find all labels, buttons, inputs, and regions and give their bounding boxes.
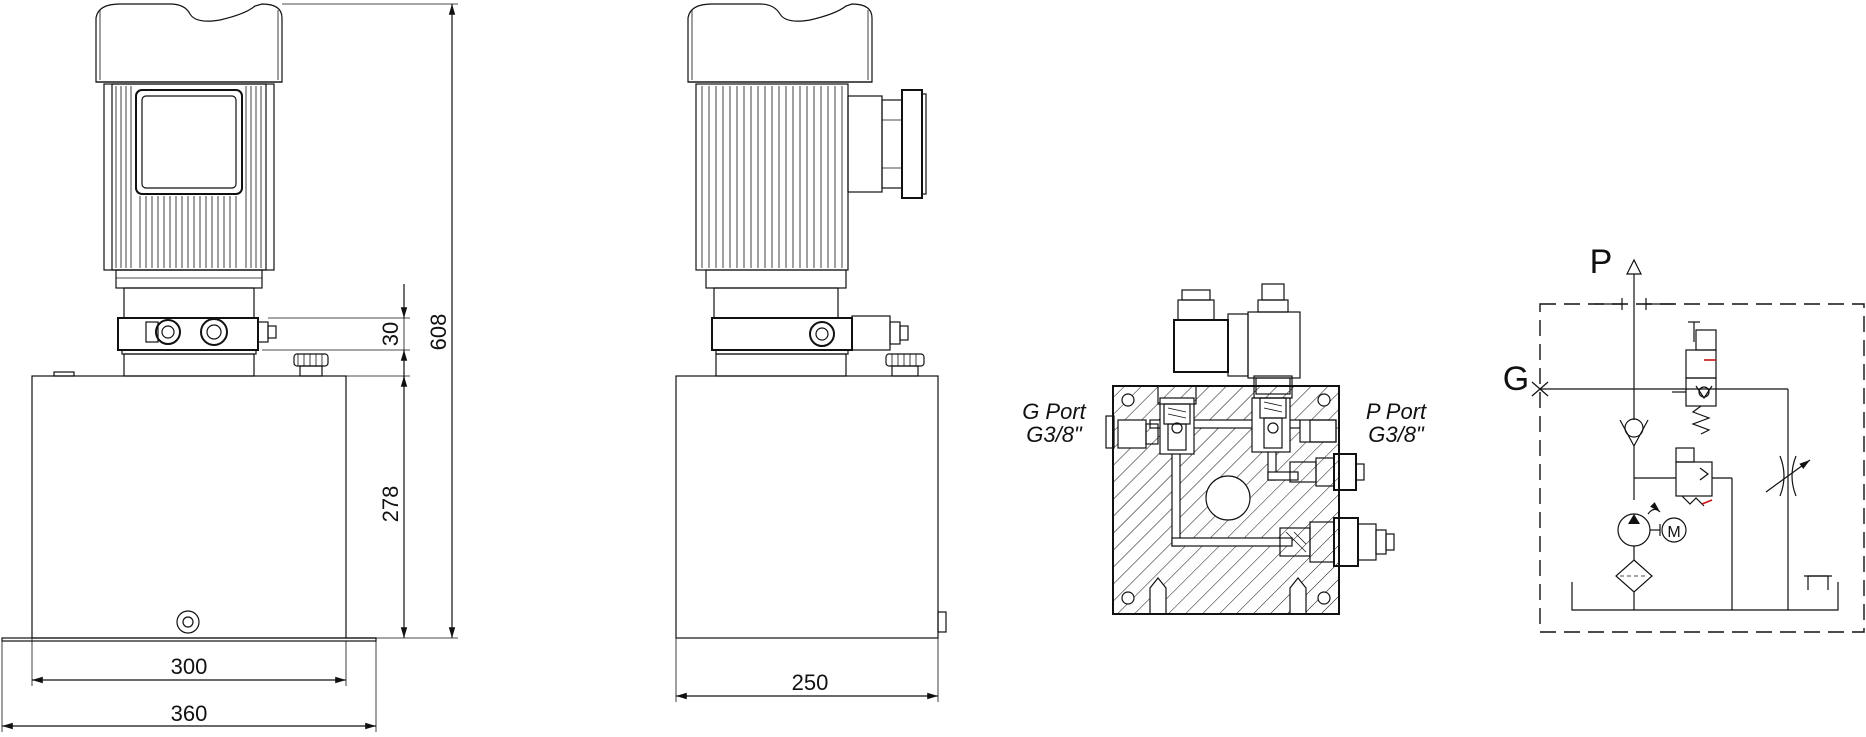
tank-line-symbol	[1571, 575, 1839, 611]
solenoid-dump-valve-symbol	[1672, 321, 1717, 435]
suction-filter-symbol	[1615, 559, 1653, 610]
side-dimensions	[675, 638, 939, 702]
throttle-valve-symbol	[1765, 455, 1811, 497]
front-flange	[115, 269, 263, 377]
relief-valve-symbol	[1634, 447, 1733, 610]
manifold-block	[1112, 385, 1340, 615]
check-valve-symbol	[1619, 418, 1649, 500]
dim-tank-height: 278	[378, 486, 403, 523]
gauge-port-label: G	[1503, 360, 1529, 398]
p-port-name: P Port	[1366, 399, 1427, 424]
side-flange	[705, 269, 909, 377]
p-port-plug	[1309, 419, 1337, 443]
hydraulic-schematic: P G	[1503, 243, 1865, 633]
schematic-boundary	[1539, 303, 1865, 633]
side-motor-body	[695, 83, 849, 271]
p-port-thread: G3/8"	[1368, 422, 1425, 447]
side-motor-cap	[687, 3, 873, 83]
front-view: 30 278 608 300 360	[1, 3, 458, 732]
side-tank	[675, 375, 947, 639]
g-port-plug	[1105, 415, 1159, 449]
motor-label: M	[1667, 524, 1680, 541]
g-port-thread: G3/8"	[1026, 422, 1083, 447]
front-fittings	[145, 318, 277, 346]
pressure-port-label: P	[1590, 243, 1613, 281]
g-port-name: G Port	[1022, 399, 1086, 424]
dim-base-width: 360	[171, 701, 208, 726]
dim-side-depth: 250	[792, 670, 829, 695]
side-junction-box	[847, 89, 927, 199]
side-breather-cap	[885, 353, 925, 377]
check-cartridge-left	[1157, 385, 1197, 451]
pressure-port-symbol	[1594, 258, 1674, 420]
front-motor-body	[103, 83, 275, 271]
dim-overall-height: 608	[426, 314, 451, 351]
dim-flange-height: 30	[378, 322, 403, 346]
relief-valve-lower	[1279, 517, 1395, 567]
relief-valve-upper	[1289, 453, 1365, 491]
valve-block-section: G Port G3/8" P Port G3/8"	[1022, 283, 1427, 615]
front-breather-cap	[293, 353, 329, 377]
front-motor-fins	[115, 86, 262, 268]
front-motor-cap	[95, 3, 283, 83]
dim-tank-width: 300	[171, 654, 208, 679]
front-tank	[1, 371, 377, 642]
solenoid-valve	[1173, 283, 1301, 395]
check-cartridge-right	[1253, 375, 1293, 449]
pump-motor-symbol	[1617, 502, 1687, 560]
gauge-port-symbol	[1531, 381, 1789, 610]
front-dimensions	[1, 3, 458, 732]
side-motor-fins	[701, 86, 843, 268]
side-view: 250	[675, 3, 947, 702]
